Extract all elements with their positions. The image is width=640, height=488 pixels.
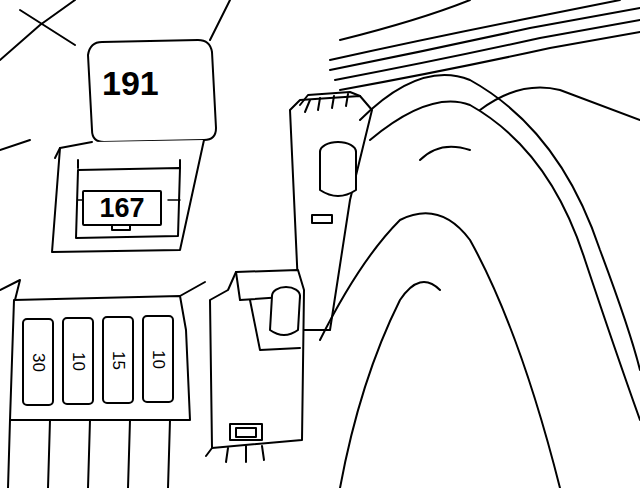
fuse-rating: 30 [29, 353, 46, 372]
fuse: 30 [22, 318, 54, 406]
fuse-rating: 10 [149, 350, 166, 369]
fuse: 10 [142, 315, 174, 403]
fuse: 10 [62, 317, 94, 405]
fuse: 15 [102, 316, 134, 404]
fuse-rating: 15 [109, 351, 126, 370]
relay-label-plate: 167 [82, 190, 162, 226]
relay-number: 191 [102, 66, 159, 100]
fuse-rating: 10 [69, 352, 86, 371]
relay-number: 167 [99, 195, 144, 222]
relay-block: 191 167 [60, 40, 218, 252]
